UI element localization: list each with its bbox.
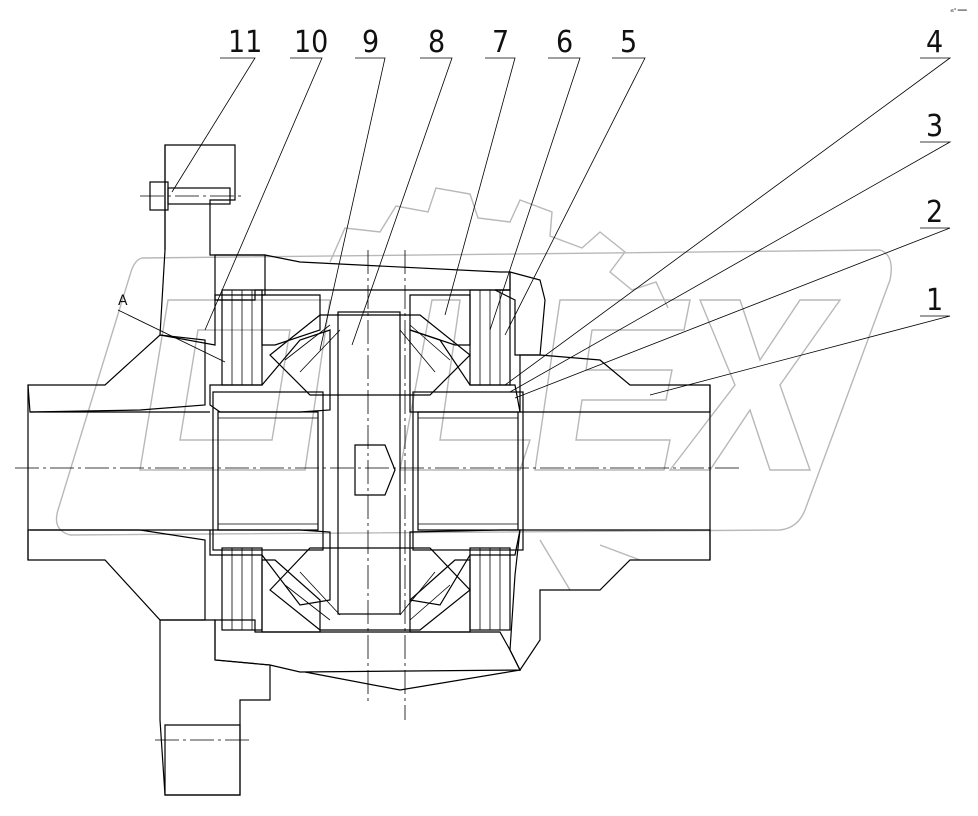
callout-1: 1 <box>926 283 943 318</box>
corner-mark: ≤⁰ ═══ <box>950 8 968 14</box>
cross-shaft <box>337 311 401 615</box>
callout-9: 9 <box>362 25 379 60</box>
side-gear-right <box>409 329 521 606</box>
callout-3: 3 <box>926 109 943 144</box>
bolt-11 <box>140 181 245 211</box>
pressure-rings <box>261 294 471 633</box>
half-shaft-bore <box>212 391 524 551</box>
watermark-logo <box>55 187 892 591</box>
left-hub <box>27 334 210 621</box>
callout-11: 11 <box>228 25 262 60</box>
side-gear-left <box>209 329 331 606</box>
pinion-gear-upper <box>269 314 471 396</box>
clutch-pack-right <box>469 289 511 631</box>
lower-flange <box>155 619 271 796</box>
callout-labels: 11 10 9 8 7 6 5 4 3 2 1 A ≤⁰ ═══ <box>118 8 968 318</box>
callout-5: 5 <box>620 25 637 60</box>
clutch-pack-left <box>221 289 263 631</box>
center-lines <box>15 250 740 720</box>
callout-7: 7 <box>492 25 509 60</box>
callout-10: 10 <box>294 25 328 60</box>
callout-4: 4 <box>926 25 943 60</box>
upper-flange <box>159 144 266 346</box>
pinion-gear-lower <box>269 547 471 631</box>
callout-6: 6 <box>556 25 573 60</box>
leader-lines <box>117 57 952 399</box>
callout-8: 8 <box>428 25 445 60</box>
housing-lower <box>214 385 711 691</box>
section-label-a: A <box>118 293 128 309</box>
callout-2: 2 <box>926 195 943 230</box>
